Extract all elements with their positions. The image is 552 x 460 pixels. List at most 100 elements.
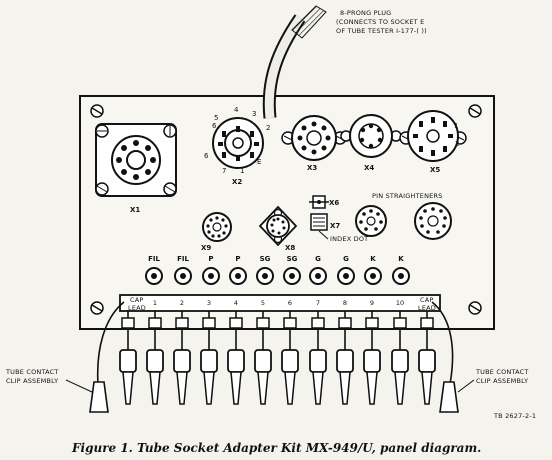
terminal-label: K (398, 255, 404, 263)
socket-x5 (399, 110, 467, 162)
socket-x1 (95, 123, 177, 197)
x2-pin-label: 6 (212, 122, 217, 130)
terminal-jack (337, 267, 355, 285)
strip-number: 10 (396, 299, 404, 307)
strip-number: 2 (180, 299, 184, 307)
lead-plug (336, 317, 354, 405)
x5-pin-label: 2 (455, 140, 459, 148)
plug-note-line-3: OF TUBE TESTER I-177-( )) (336, 27, 427, 35)
panel-screw (468, 301, 482, 315)
terminal-label: FIL (148, 255, 160, 263)
plug-cable (262, 5, 327, 119)
x2-pin-label: 4 (234, 106, 239, 114)
terminal-jack (174, 267, 192, 285)
terminal-row (145, 267, 410, 285)
x2-pin-label: 6 (204, 152, 209, 160)
x2-pin-label: E (257, 158, 261, 166)
cap-lead-left-label: LEAD (128, 304, 146, 312)
strip-number: 6 (288, 299, 292, 307)
strip-number: 9 (370, 299, 374, 307)
socket-x2-label: X2 (232, 178, 242, 186)
x2-pin-label: 7 (222, 167, 226, 175)
clip-left-leader (65, 379, 93, 393)
panel-screw (90, 301, 104, 315)
strip-number: 5 (261, 299, 265, 307)
lead-plug (254, 317, 272, 405)
strip-number: 1 (153, 299, 157, 307)
x2-pin-label: 1 (240, 167, 244, 175)
lead-plug (119, 317, 137, 405)
socket-x7 (310, 213, 328, 231)
clip-right-leader (457, 379, 475, 393)
terminal-jack (256, 267, 274, 285)
index-dot-leader (318, 230, 329, 240)
document-number: TB 2627-2-1 (493, 412, 536, 420)
socket-x7-label: X7 (330, 222, 340, 230)
terminal-jack (364, 267, 382, 285)
clip-right-label: TUBE CONTACT (475, 368, 529, 376)
lead-plug (391, 317, 409, 405)
strip-number: 4 (234, 299, 238, 307)
lead-plug (173, 317, 191, 405)
panel-screw (90, 104, 104, 118)
x2-pin-label: 2 (266, 124, 270, 132)
terminal-jack (309, 267, 327, 285)
lead-plug (146, 317, 164, 405)
lead-strip (119, 294, 441, 312)
cap-lead-left-wire (96, 301, 125, 385)
strip-number: 3 (207, 299, 211, 307)
x2-pin-label: 3 (252, 110, 256, 118)
pin-straightener-7 (355, 205, 387, 237)
terminal-label: SG (260, 255, 271, 263)
socket-x1-label: X1 (130, 206, 140, 214)
cap-lead-right-label: CAP (420, 296, 434, 304)
terminal-jack (145, 267, 163, 285)
terminal-label: FIL (177, 255, 189, 263)
index-dot-label: INDEX DOT (330, 235, 368, 243)
terminal-jack (392, 267, 410, 285)
x5-pin-label: 1 (454, 122, 458, 130)
clip-left-label: TUBE CONTACT (5, 368, 59, 376)
plug-note-line-1: 8-PRONG PLUG (340, 9, 391, 17)
lead-plug (200, 317, 218, 405)
pin-straighteners-label: PIN STRAIGHTENERS (372, 192, 443, 200)
lead-plug (281, 317, 299, 405)
cap-lead-right-label: LEAD (418, 304, 436, 312)
socket-x2 (212, 117, 264, 169)
cap-lead-right-wire (431, 301, 454, 385)
terminal-jack (202, 267, 220, 285)
pin-straightener-9 (414, 202, 452, 240)
socket-x5-label: X5 (430, 166, 440, 174)
terminal-jack (283, 267, 301, 285)
lead-plug (418, 317, 436, 405)
x2-pin-label: 5 (214, 114, 218, 122)
plug-note-line-2: (CONNECTS TO SOCKET E (336, 18, 424, 26)
panel-screw (468, 104, 482, 118)
terminal-label: SG (287, 255, 298, 263)
figure-caption: Figure 1. Tube Socket Adapter Kit MX-949… (71, 441, 481, 455)
lead-plug (363, 317, 381, 405)
terminal-jack (229, 267, 247, 285)
strip-number: 7 (316, 299, 320, 307)
socket-x6 (309, 195, 329, 209)
terminal-label: K (370, 255, 376, 263)
socket-x6-label: X6 (329, 199, 339, 207)
lead-plug (309, 317, 327, 405)
socket-x9-label: X9 (201, 244, 211, 252)
socket-x3-label: X3 (307, 164, 317, 172)
socket-x9 (202, 212, 232, 242)
terminal-label: G (315, 255, 321, 263)
clip-right-label: CLIP ASSEMBLY (476, 377, 528, 385)
clip-left (89, 381, 109, 413)
terminal-label: P (208, 255, 213, 263)
socket-x8-label: X8 (285, 244, 295, 252)
terminal-label: P (235, 255, 240, 263)
socket-x4-label: X4 (364, 164, 374, 172)
lead-plug (227, 317, 245, 405)
socket-x4 (340, 114, 402, 158)
socket-x8 (258, 205, 298, 247)
clip-right (439, 381, 459, 413)
terminal-label: G (343, 255, 349, 263)
